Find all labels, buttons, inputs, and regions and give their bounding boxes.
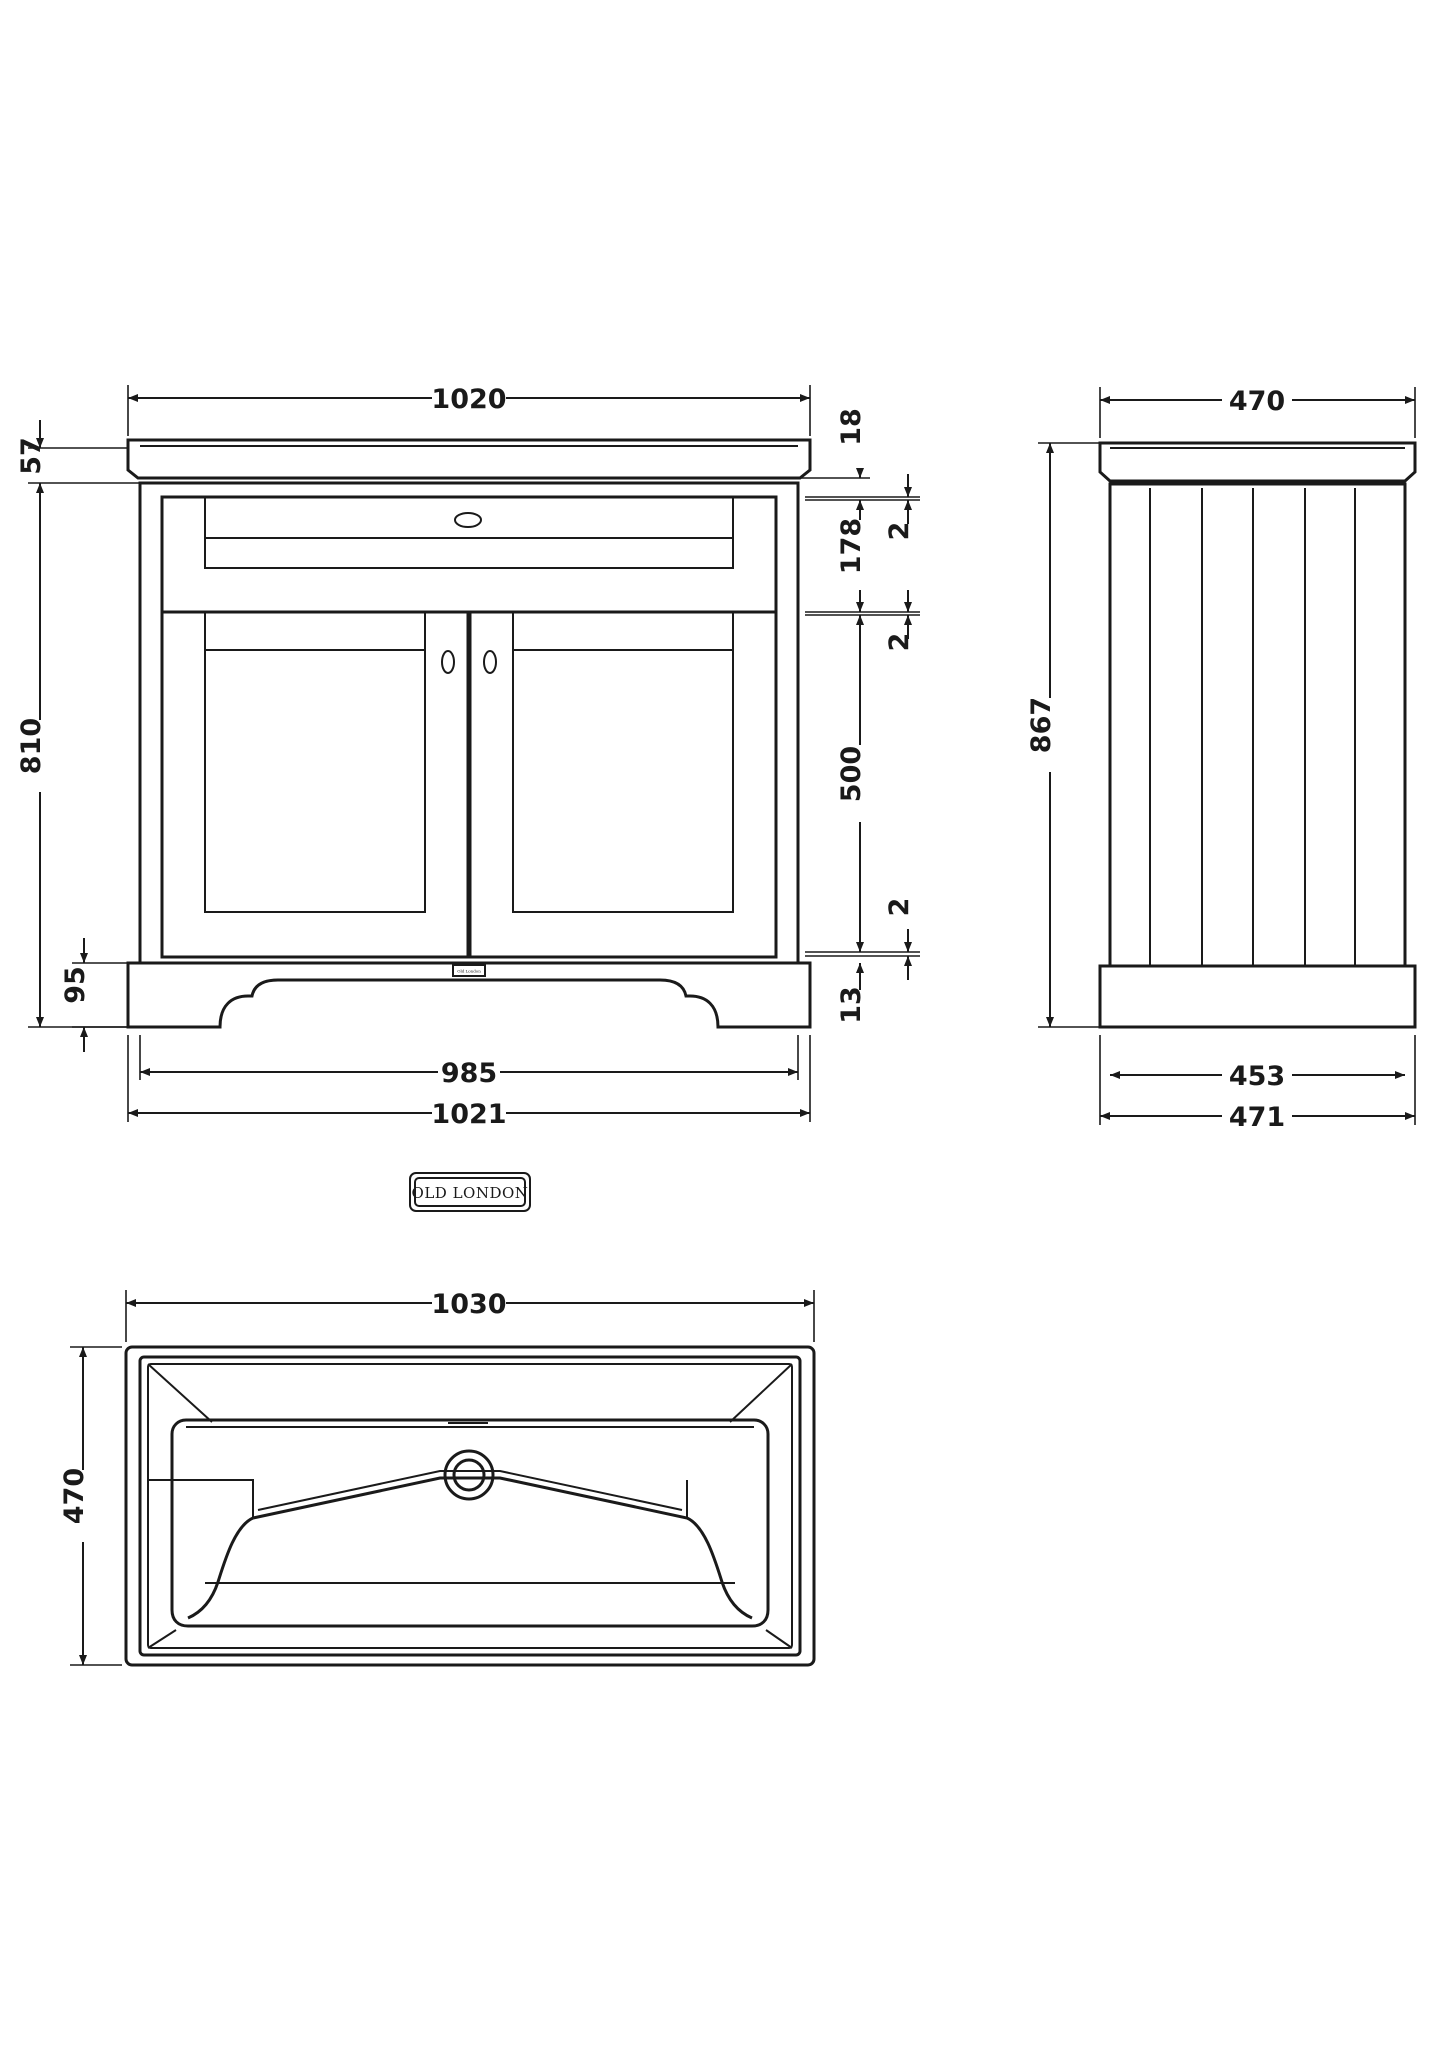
- dim-front-gap-mid: 2: [884, 633, 915, 652]
- overflow-hole: [454, 512, 482, 528]
- dim-side-height-total: 867: [1026, 697, 1057, 753]
- side-basin-top: [1098, 441, 1417, 483]
- dim-side-depth-bottom-outer: 471: [1229, 1102, 1285, 1133]
- dim-side-depth-top: 470: [1229, 386, 1285, 417]
- dim-front-gap-bottom: 2: [884, 898, 915, 917]
- side-cabinet-body: [1108, 482, 1407, 968]
- front-door-right: [468, 610, 778, 959]
- dim-front-plinth-height: 95: [60, 966, 91, 1004]
- dim-side-depth-bottom-inner: 453: [1229, 1061, 1285, 1092]
- dim-front-drawer-height: 178: [836, 518, 867, 574]
- front-drawer: [160, 495, 778, 614]
- dim-plan-depth: 470: [59, 1468, 90, 1524]
- dim-front-width-bottom-inner: 985: [441, 1058, 497, 1089]
- front-door-left: [160, 610, 470, 959]
- plaque-label: Old London: [457, 969, 481, 974]
- front-dimensions: 1020 985 1021 810 57 95: [16, 384, 920, 1130]
- dim-front-height-total: 810: [16, 718, 47, 774]
- side-dimensions: 470 867 453 471: [1026, 386, 1416, 1133]
- plan-dimensions: 1030 470: [59, 1289, 815, 1666]
- dim-front-basin-rim: 18: [836, 408, 867, 446]
- dim-plan-width: 1030: [431, 1289, 506, 1320]
- plaque: [452, 964, 486, 977]
- plan-basin-outline: [124, 1345, 816, 1667]
- side-plinth: [1098, 964, 1417, 1029]
- plan-drain: [443, 1449, 495, 1501]
- dim-front-gap-top: 2: [884, 522, 915, 541]
- dim-front-door-height: 500: [836, 746, 867, 802]
- front-view: Old London: [126, 438, 812, 1029]
- dim-front-plinth-offset: 13: [836, 986, 867, 1024]
- door-knob-left: [441, 650, 455, 674]
- dim-front-basin-lip: 57: [16, 437, 47, 475]
- side-view: [1098, 441, 1417, 1029]
- door-knob-right: [483, 650, 497, 674]
- front-plinth: [126, 961, 812, 1029]
- old-london-logo: OLD LONDON: [409, 1172, 531, 1212]
- plan-basin-rim: [138, 1355, 802, 1657]
- logo-text: OLD LONDON: [412, 1184, 529, 1202]
- plan-bowl: [170, 1418, 770, 1628]
- dim-front-width-bottom-outer: 1021: [431, 1099, 506, 1130]
- plan-view: [124, 1345, 816, 1667]
- dim-front-width-top: 1020: [431, 384, 506, 415]
